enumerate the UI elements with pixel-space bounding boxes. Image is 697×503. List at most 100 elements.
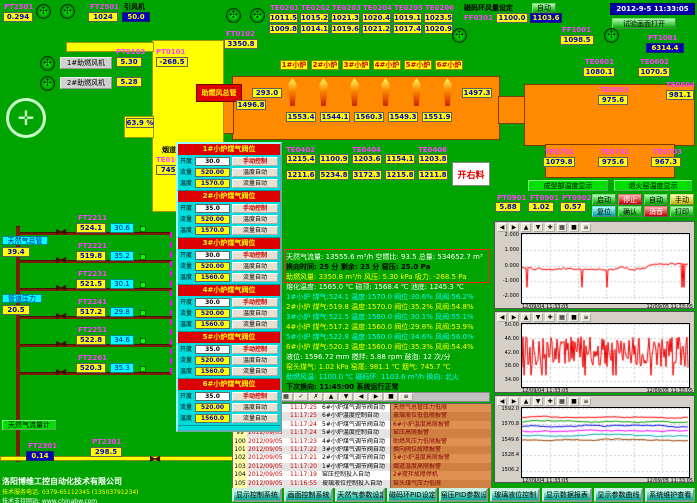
valve-icon[interactable]: ▶◀ [55,366,66,376]
chart-toolbar-icon[interactable]: ✚ [545,313,555,322]
flow-auto-button[interactable]: 流量自动 [232,367,278,376]
ack-button[interactable]: 确认 [618,206,642,217]
valve-icon[interactable]: ▶◀ [149,453,160,463]
temp-auto-button[interactable]: 温度自动 [232,262,278,271]
print-button[interactable]: 打印 [670,206,694,217]
chart-toolbar-icon[interactable]: ▲ [521,313,531,322]
bottom-nav-button[interactable]: 系统维护查看 [645,488,696,502]
flow-auto-button[interactable]: 流量自动 [232,226,278,235]
chart-toolbar-icon[interactable]: ✚ [545,397,555,406]
chart-toolbar-icon[interactable]: ▶ [509,313,519,322]
chart-toolbar-icon[interactable]: ▦ [557,313,567,322]
alarm-toolbar-icon[interactable]: ◀ [354,393,368,401]
active-alarm-row[interactable]: 窑头煤气压力低限 [393,479,442,487]
nav-button[interactable]: 退火窑温度显示 [614,180,692,191]
active-alarm-row[interactable]: 换向阀位故障报警 [393,445,442,453]
chart-toolbar-icon[interactable]: ◀ [497,313,507,322]
valve-icon[interactable]: ▶◀ [55,254,66,264]
active-alarm-row[interactable]: 天然气总管压力低限 [391,404,491,413]
chart-toolbar-icon[interactable]: ✚ [545,223,555,232]
bottom-nav-button[interactable]: 窑压PID参数设定 [438,488,489,502]
temp-auto-button[interactable]: 温度自动 [232,356,278,365]
chart-toolbar-icon[interactable]: ▦ [557,397,567,406]
flow-auto-button[interactable]: 流量自动 [232,414,278,423]
bottom-nav-button[interactable]: 画面控制系统 [283,488,334,502]
manual-control-button[interactable]: 手动控制 [232,251,278,260]
alarm-toolbar-icon[interactable]: ▼ [339,393,353,401]
chart-toolbar-icon[interactable]: ◀ [497,223,507,232]
flowmeter-label[interactable]: 天然气流量计 [2,420,56,430]
trend-plot-area[interactable] [522,234,689,299]
active-alarm-row[interactable]: 2#搅拌故障停机 [391,471,491,480]
chart-toolbar-icon[interactable]: ≡ [581,313,591,322]
valve-icon[interactable]: ▶◀ [55,226,66,236]
manual-control-button[interactable]: 手动控制 [232,157,278,166]
flow-auto-button[interactable]: 流量自动 [232,179,278,188]
manual-control-button[interactable]: 手动控制 [232,392,278,401]
active-alarm-row[interactable]: 玻璃液位低低限报警 [393,412,448,420]
manual-control-button[interactable]: 手动控制 [232,298,278,307]
start-button[interactable]: 启动 [592,194,616,205]
chart-toolbar-icon[interactable]: ◀ [497,397,507,406]
chart-toolbar-icon[interactable]: ≡ [581,223,591,232]
alarm-toolbar-icon[interactable]: ■ [384,393,398,401]
active-alarm-row[interactable]: 5#小炉温度高限报警 [391,454,491,463]
screen-button[interactable]: 试验画面打开 [612,18,676,29]
alarm-toolbar-icon[interactable]: ✗ [309,393,323,401]
trend-plot-area[interactable] [522,408,689,473]
chart-toolbar-icon[interactable]: ▲ [521,223,531,232]
chart-toolbar-icon[interactable]: ▲ [521,397,531,406]
temp-auto-button[interactable]: 温度自动 [232,215,278,224]
active-alarm-row[interactable]: 6#小炉温度高限报警 [391,420,491,430]
chart-toolbar-icon[interactable]: ▼ [533,313,543,322]
temp-auto-button[interactable]: 温度自动 [232,403,278,412]
alarm-toolbar-icon[interactable]: ✓ [294,393,308,401]
valve-icon[interactable]: ▶◀ [55,338,66,348]
alarm-toolbar-icon[interactable]: ▲ [324,393,338,401]
mute-button[interactable]: 消音 [644,206,668,217]
flow-auto-button[interactable]: 流量自动 [232,273,278,282]
bottom-nav-button[interactable]: 玻璃液位控制 [490,488,541,502]
temp-auto-button[interactable]: 温度自动 [232,309,278,318]
manual-button[interactable]: 手动 [670,194,694,205]
chart-toolbar-icon[interactable]: ■ [569,223,579,232]
chart-toolbar-icon[interactable]: ■ [569,397,579,406]
manual-control-button[interactable]: 手动控制 [232,345,278,354]
chart-toolbar-icon[interactable]: ▼ [533,397,543,406]
temp-auto-button[interactable]: 温度自动 [232,168,278,177]
reset-button[interactable]: 复位 [592,206,616,217]
bottom-nav-button[interactable]: 显示参数曲线 [593,488,644,502]
auto-button[interactable]: 自动 [532,3,556,13]
manual-control-button[interactable]: 手动控制 [232,204,278,213]
bottom-nav-button[interactable]: 显示数据报表 [542,488,592,502]
chart-toolbar-icon[interactable]: ■ [569,313,579,322]
bottom-nav-button[interactable]: 天然气参数设定 [335,488,386,502]
alarm-toolbar-icon[interactable]: ≡ [399,393,413,401]
alarm-toolbar-icon[interactable]: ▶ [369,393,383,401]
stop-button[interactable]: 停止 [618,194,642,205]
valve-icon[interactable]: ▶◀ [55,310,66,320]
trend-plot-area[interactable] [522,324,689,383]
nav-button[interactable]: 成型部温度显示 [528,180,608,191]
chart-toolbar-icon[interactable]: ▼ [533,223,543,232]
event-log-table[interactable]: 962012/09/0511:17:256#小炉煤气调节阀自动972012/09… [232,403,391,489]
chart-toolbar-icon[interactable]: ▶ [509,397,519,406]
active-alarm-row[interactable]: 助燃风压力低限报警 [391,437,491,446]
auto-button[interactable]: 自动 [644,194,668,205]
chart-toolbar-icon[interactable]: ≡ [581,397,591,406]
valve-icon[interactable]: ▶◀ [55,282,66,292]
bottom-nav-button[interactable]: 磁码环PID设定 [387,488,437,502]
chart-toolbar-icon[interactable]: ▦ [557,223,567,232]
bottom-nav-button[interactable]: 显示控制系统 [232,488,282,502]
flow-auto-button[interactable]: 流量自动 [232,320,278,329]
active-alarm-row[interactable]: 烟道温度高限报警 [393,462,442,470]
active-alarm-row[interactable]: 窑压高限报警 [393,429,430,437]
